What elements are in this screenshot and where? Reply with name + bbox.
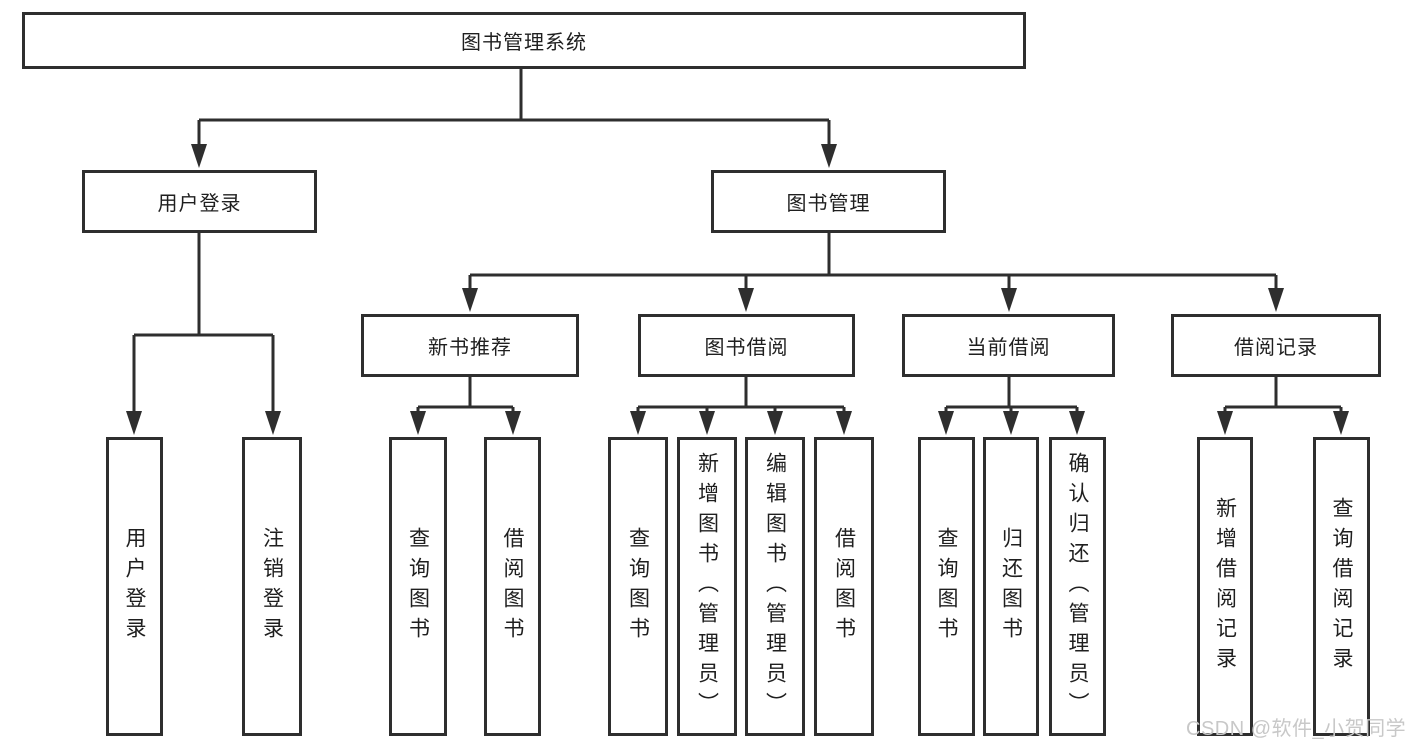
node-label: 借阅记录 xyxy=(1234,337,1318,359)
node-borrowing-records: 借阅记录 xyxy=(1171,314,1381,377)
node-new-book-recommendation: 新书推荐 xyxy=(361,314,579,377)
leaf-label: 借阅图书 xyxy=(832,526,856,647)
leaf-add-borrow-record: 新增借阅记录 xyxy=(1197,437,1253,736)
node-label: 当前借阅 xyxy=(966,337,1051,359)
leaf-logout: 注销登录 xyxy=(242,437,302,736)
node-book-management: 图书管理 xyxy=(711,170,946,233)
node-label: 图书管理 xyxy=(786,193,871,215)
leaf-label: 借阅图书 xyxy=(501,526,524,647)
leaf-edit-book-admin: 编辑图书（管理员） xyxy=(745,437,805,736)
leaf-label: 用户登录 xyxy=(123,526,146,647)
arrowhead-group xyxy=(126,144,1349,435)
leaf-label: 查询借阅记录 xyxy=(1330,496,1353,677)
leaf-return-book: 归还图书 xyxy=(983,437,1039,736)
leaf-query-books-current: 查询图书 xyxy=(918,437,975,736)
leaf-label: 新增借阅记录 xyxy=(1213,496,1237,677)
leaf-label: 查询图书 xyxy=(406,526,430,647)
leaf-label: 查询图书 xyxy=(935,526,958,647)
leaf-user-login: 用户登录 xyxy=(106,437,163,736)
node-label: 用户登录 xyxy=(157,193,242,215)
node-library-management-system: 图书管理系统 xyxy=(22,12,1026,69)
node-label: 新书推荐 xyxy=(428,337,512,359)
watermark: CSDN @软件_小贺同学 xyxy=(1186,718,1405,740)
leaf-label: 注销登录 xyxy=(260,526,284,647)
leaf-confirm-return-admin: 确认归还（管理员） xyxy=(1049,437,1106,736)
node-label: 图书管理系统 xyxy=(461,32,587,54)
leaf-query-books-borrowing: 查询图书 xyxy=(608,437,668,736)
leaf-label: 查询图书 xyxy=(626,526,650,647)
leaf-label: 编辑图书（管理员） xyxy=(763,451,787,722)
leaf-label: 归还图书 xyxy=(999,526,1023,647)
leaf-label: 新增图书（管理员） xyxy=(695,451,719,722)
node-book-borrowing: 图书借阅 xyxy=(638,314,855,377)
leaf-label: 确认归还（管理员） xyxy=(1066,451,1089,722)
leaf-add-book-admin: 新增图书（管理员） xyxy=(677,437,737,736)
leaf-borrow-books-recommend: 借阅图书 xyxy=(484,437,541,736)
node-label: 图书借阅 xyxy=(704,337,789,359)
leaf-borrow-books-borrowing: 借阅图书 xyxy=(814,437,874,736)
node-current-borrowing: 当前借阅 xyxy=(902,314,1115,377)
leaf-query-borrow-record: 查询借阅记录 xyxy=(1313,437,1370,736)
leaf-query-books-recommend: 查询图书 xyxy=(389,437,447,736)
node-user-login: 用户登录 xyxy=(82,170,317,233)
